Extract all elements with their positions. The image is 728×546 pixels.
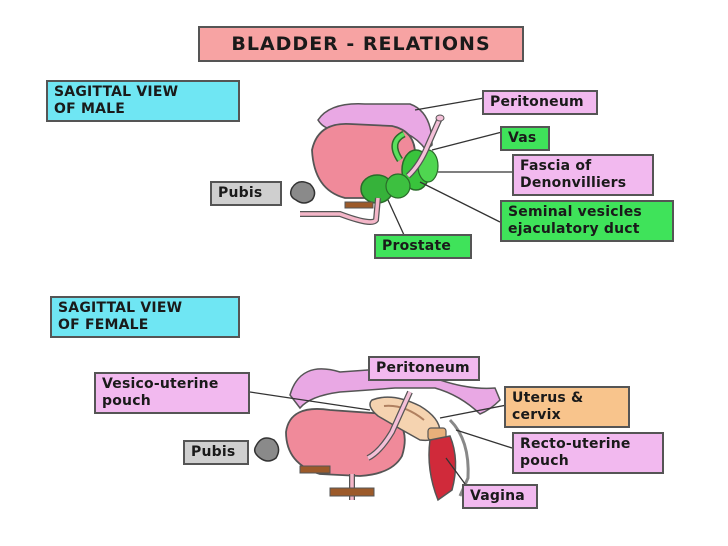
page-title: BLADDER - RELATIONS — [198, 26, 524, 62]
label-male-vas: Vas — [500, 126, 550, 151]
female-vagina — [428, 435, 457, 502]
female-pelvic-floor-upper — [299, 465, 331, 474]
male-pelvic-floor — [344, 201, 374, 209]
label-male-pubis: Pubis — [210, 181, 282, 206]
label-female-vagina: Vagina — [462, 484, 538, 509]
label-female-vesico-uterine-pouch: Vesico-uterine pouch — [94, 372, 250, 414]
label-female-peritoneum: Peritoneum — [368, 356, 480, 381]
label-male-prostate: Prostate — [374, 234, 472, 259]
female-pelvic-floor-lower — [329, 487, 375, 497]
female-heading: SAGITTAL VIEW OF FEMALE — [50, 296, 240, 338]
female-pubis-bone — [253, 437, 280, 462]
label-male-peritoneum: Peritoneum — [482, 90, 598, 115]
label-male-seminal-vesicles: Seminal vesicles ejaculatory duct — [500, 200, 674, 242]
male-heading: SAGITTAL VIEW OF MALE — [46, 80, 240, 122]
label-female-recto-uterine-pouch: Recto-uterine pouch — [512, 432, 664, 474]
male-prostate-lobe — [385, 173, 411, 199]
male-pubis-bone — [289, 181, 316, 204]
label-male-fascia: Fascia of Denonvilliers — [512, 154, 654, 196]
female-sagittal-illustration — [249, 367, 513, 502]
female-rectum — [448, 418, 470, 497]
label-female-uterus-cervix: Uterus & cervix — [504, 386, 630, 428]
male-sagittal-illustration — [289, 97, 512, 236]
label-female-pubis: Pubis — [183, 440, 249, 465]
